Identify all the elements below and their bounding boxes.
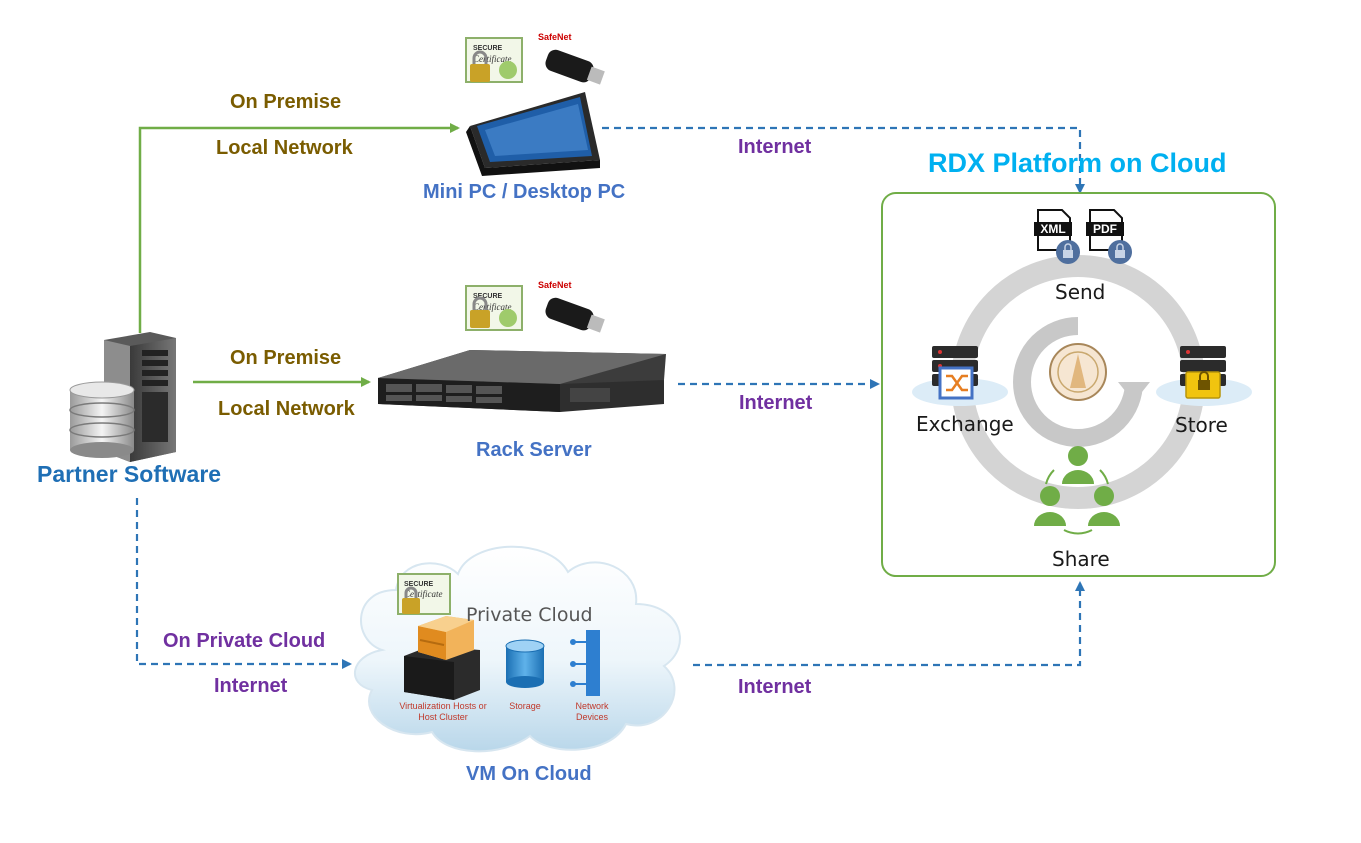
seal-emblem-icon <box>1049 343 1107 401</box>
usb-token-icon: SafeNet <box>538 280 605 333</box>
link-partner-to-minipc <box>138 123 460 333</box>
svg-text:Certificate: Certificate <box>404 589 443 599</box>
exchange-server-icon <box>912 346 1008 406</box>
share-label: Share <box>1052 547 1110 571</box>
certificate-icon: SECURE Certificate <box>465 37 523 83</box>
partner-software-label: Partner Software <box>37 461 222 487</box>
partner-database-icon <box>69 381 135 458</box>
rack-server-icon <box>378 350 666 412</box>
svg-text:Certificate: Certificate <box>473 302 512 312</box>
svg-text:Certificate: Certificate <box>473 54 512 64</box>
bottom-path-internet-label: Internet <box>214 675 288 697</box>
network-devices-label: Network Devices <box>575 701 609 722</box>
middle-path-internet-label: Internet <box>739 392 813 414</box>
svg-text:SECURE: SECURE <box>473 45 503 52</box>
pdf-file-icon: PDF <box>1086 209 1132 264</box>
top-path-internet-label: Internet <box>738 136 812 158</box>
virtualization-hosts-icon <box>404 616 480 700</box>
store-server-icon <box>1156 346 1252 406</box>
svg-text:PDF: PDF <box>1093 222 1117 236</box>
bottom-path-private-cloud-label: On Private Cloud <box>163 630 326 652</box>
rdx-platform-title: RDX Platform on Cloud <box>928 148 1227 178</box>
svg-text:SECURE: SECURE <box>404 581 434 588</box>
private-cloud-title: Private Cloud <box>466 604 593 626</box>
mini-pc-label: Mini PC / Desktop PC <box>423 181 626 203</box>
link-vm-to-platform <box>693 581 1085 667</box>
send-label: Send <box>1055 280 1106 304</box>
store-label: Store <box>1175 413 1228 437</box>
network-devices-icon <box>570 630 600 696</box>
vm-path-internet-label: Internet <box>738 676 812 698</box>
rack-server-label: Rack Server <box>476 439 592 461</box>
svg-text:SafeNet: SafeNet <box>538 32 572 42</box>
top-path-on-premise-label: On Premise <box>230 91 342 113</box>
mini-pc-icon <box>466 92 600 176</box>
link-minipc-to-platform <box>602 126 1085 194</box>
middle-path-local-network-label: Local Network <box>218 398 355 420</box>
certificate-icon: SECURE Certificate <box>465 285 523 331</box>
storage-icon <box>505 639 545 688</box>
virtualization-hosts-label: Virtualization Hosts or Host Cluster <box>399 701 487 722</box>
svg-text:SafeNet: SafeNet <box>538 280 572 290</box>
certificate-icon: SECURE Certificate <box>397 573 451 615</box>
xml-file-icon: XML <box>1034 209 1080 264</box>
exchange-label: Exchange <box>916 412 1014 436</box>
usb-token-icon: SafeNet <box>538 32 605 85</box>
middle-path-on-premise-label: On Premise <box>230 347 342 369</box>
share-people-icon <box>1034 446 1120 535</box>
top-path-local-network-label: Local Network <box>216 137 353 159</box>
svg-text:XML: XML <box>1040 222 1065 236</box>
vm-on-cloud-label: VM On Cloud <box>466 763 592 785</box>
svg-text:SECURE: SECURE <box>473 293 503 300</box>
storage-label: Storage <box>509 701 541 711</box>
